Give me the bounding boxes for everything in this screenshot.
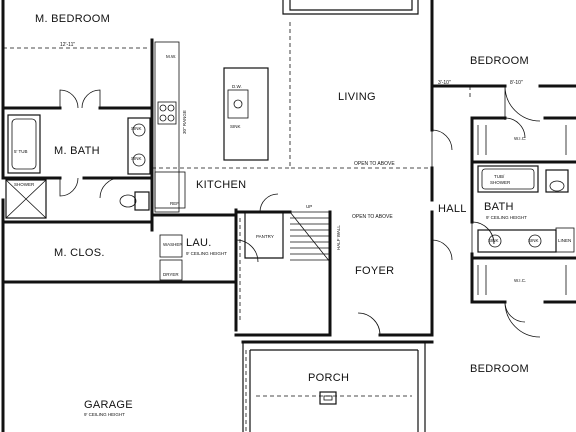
label-linen: LINEN bbox=[558, 238, 571, 243]
label-tub: 5' TUB bbox=[14, 149, 28, 154]
label-mw: M.W. bbox=[166, 54, 176, 59]
label-half-wall: HALF WALL bbox=[336, 225, 341, 250]
label-bath: BATH bbox=[484, 201, 514, 213]
label-lau: LAU. bbox=[186, 237, 212, 249]
stairs bbox=[289, 211, 331, 263]
label-sink-mbath-2: SINK bbox=[131, 156, 142, 161]
label-bedroom-top: BEDROOM bbox=[470, 55, 529, 67]
label-m-bath: M. BATH bbox=[54, 145, 100, 157]
label-shower: SHOWER bbox=[14, 182, 35, 187]
label-open-to-above-living: OPEN TO ABOVE bbox=[354, 161, 395, 167]
label-wic-bottom: W.I.C. bbox=[514, 278, 526, 283]
label-sink-bath-2: SINK bbox=[528, 238, 539, 243]
door-swings bbox=[59, 85, 541, 338]
dashed-lines bbox=[3, 22, 471, 432]
label-kitchen: KITCHEN bbox=[196, 179, 246, 191]
label-open-to-above-foyer: OPEN TO ABOVE bbox=[352, 214, 393, 220]
label-ref: REF. bbox=[170, 201, 180, 206]
label-up: UP bbox=[306, 204, 312, 209]
label-washer: WASHER bbox=[163, 242, 183, 247]
label-m-clos: M. CLOS. bbox=[54, 247, 105, 259]
label-lau-ceiling: 9' CEILING HEIGHT bbox=[186, 251, 227, 256]
label-sink-island: SINK bbox=[230, 124, 241, 129]
label-tub-shower-2: SHOWER bbox=[490, 180, 511, 185]
fixtures bbox=[5, 41, 575, 405]
label-m-bedroom: M. BEDROOM bbox=[35, 13, 110, 25]
label-tub-shower-1: TUB/ bbox=[494, 174, 505, 179]
label-m-bedroom-dim: 12'-11" bbox=[60, 42, 75, 48]
label-pantry: PANTRY bbox=[256, 234, 274, 239]
label-range: 30" RANGE bbox=[182, 110, 187, 134]
label-wic-top: W.I.C. bbox=[514, 136, 526, 141]
label-bath-ceiling: 9' CEILING HEIGHT bbox=[486, 215, 527, 220]
label-garage: GARAGE bbox=[84, 399, 133, 411]
label-dryer: DRYER bbox=[163, 272, 179, 277]
label-foyer: FOYER bbox=[355, 265, 394, 277]
label-bedroom-dim-a: 3'-10" bbox=[438, 80, 451, 86]
label-bedroom-bottom: BEDROOM bbox=[470, 363, 529, 375]
label-bedroom-dim-b: 8'-10" bbox=[510, 80, 523, 86]
label-porch: PORCH bbox=[308, 372, 349, 384]
label-living: LIVING bbox=[338, 91, 376, 103]
label-sink-mbath-1: SINK bbox=[131, 126, 142, 131]
label-garage-ceiling: 9' CEILING HEIGHT bbox=[84, 412, 125, 417]
label-hall: HALL bbox=[438, 203, 467, 215]
label-dw: D.W. bbox=[232, 84, 242, 89]
label-sink-bath-1: SINK bbox=[488, 238, 499, 243]
room-labels: M. BEDROOM 12'-11" LIVING OPEN TO ABOVE … bbox=[14, 13, 571, 417]
